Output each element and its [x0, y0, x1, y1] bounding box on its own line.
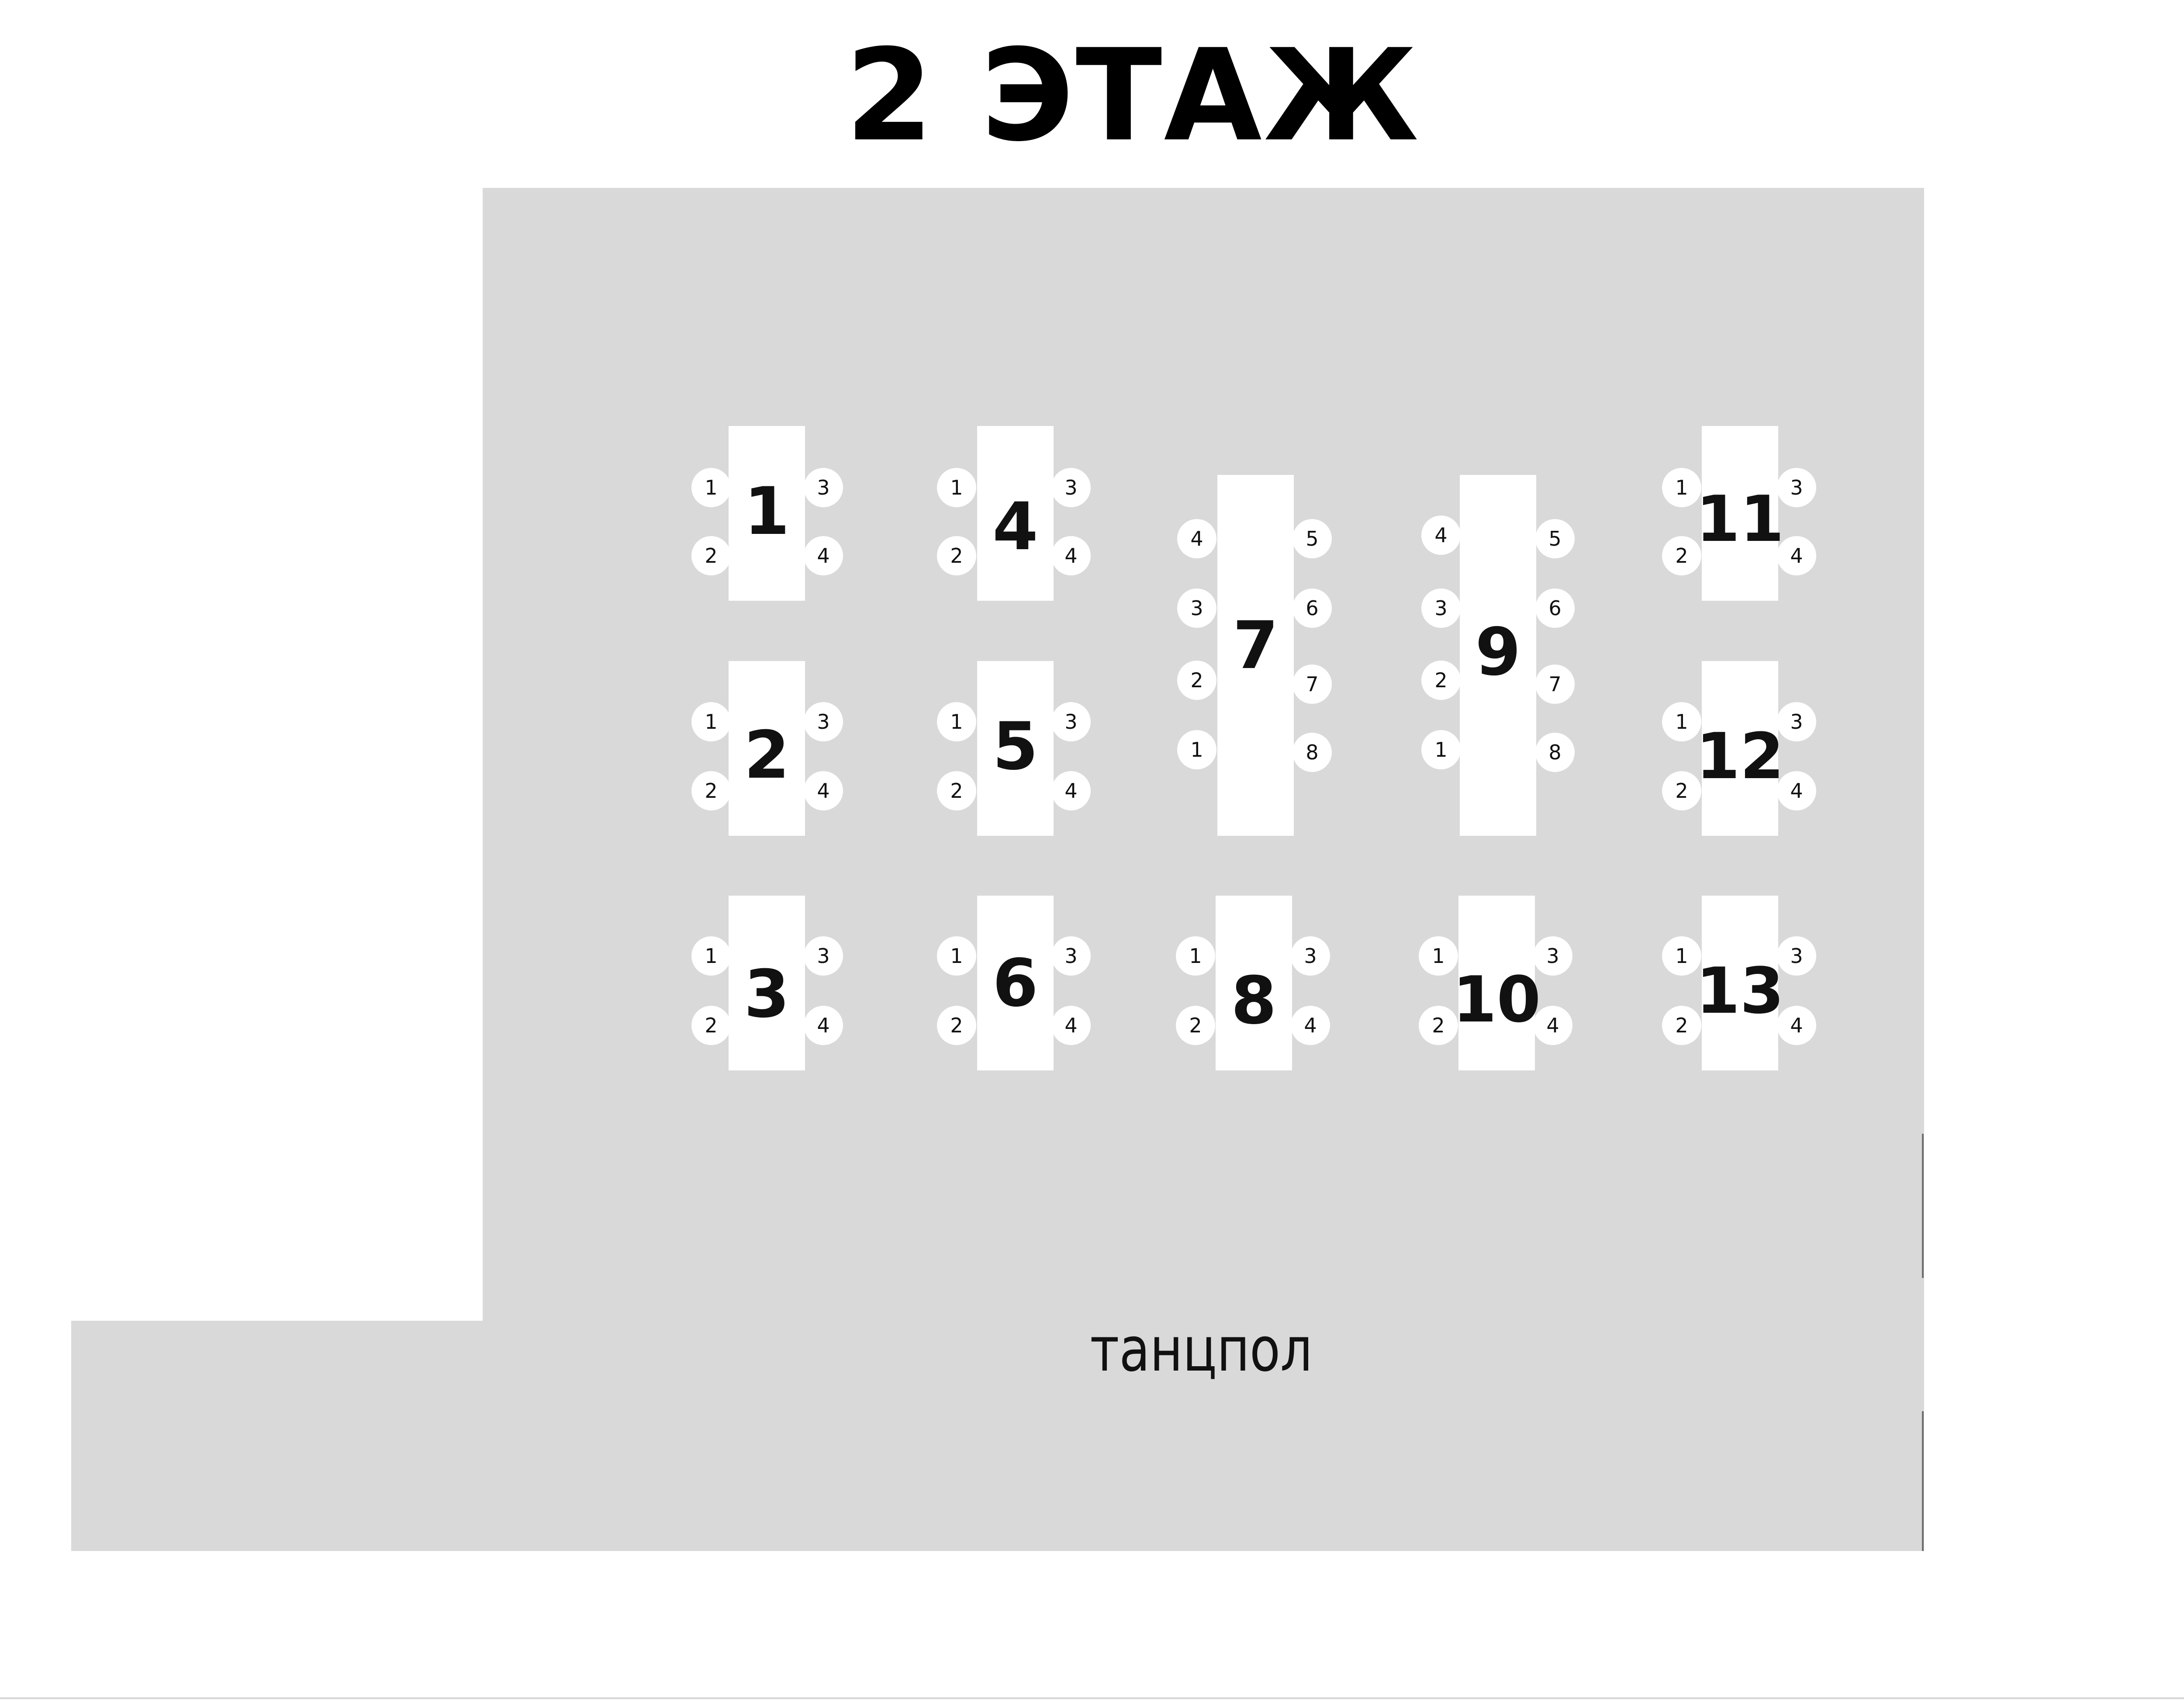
table-number: 13 — [1696, 954, 1784, 1028]
seat-5-4[interactable]: 4 — [1051, 771, 1091, 810]
wall-line — [1922, 1134, 1924, 1278]
table-10[interactable]: 10 — [1453, 896, 1541, 1070]
table-number: 10 — [1452, 963, 1541, 1037]
table-7[interactable]: 7 — [1217, 475, 1294, 836]
seat-2-4[interactable]: 4 — [804, 771, 843, 810]
table-12[interactable]: 12 — [1696, 661, 1784, 836]
seat-7-3[interactable]: 3 — [1177, 589, 1216, 628]
seat-8-1[interactable]: 1 — [1176, 936, 1215, 976]
seat-10-3[interactable]: 3 — [1533, 936, 1572, 976]
seat-11-2[interactable]: 2 — [1662, 536, 1701, 575]
seat-8-2[interactable]: 2 — [1176, 1006, 1215, 1045]
seat-7-8[interactable]: 8 — [1292, 733, 1332, 772]
seat-13-3[interactable]: 3 — [1777, 936, 1816, 976]
page-title: 2 ЭТАЖ — [845, 22, 1420, 170]
table-5[interactable]: 5 — [977, 661, 1054, 836]
seat-4-4[interactable]: 4 — [1051, 536, 1091, 575]
table-number: 4 — [992, 489, 1038, 565]
seat-6-4[interactable]: 4 — [1051, 1006, 1091, 1045]
seat-5-2[interactable]: 2 — [937, 771, 976, 810]
seat-9-3[interactable]: 3 — [1421, 589, 1461, 628]
seat-7-5[interactable]: 5 — [1292, 519, 1332, 558]
table-number: 11 — [1696, 482, 1784, 556]
seat-6-2[interactable]: 2 — [937, 1006, 976, 1045]
seat-1-3[interactable]: 3 — [804, 468, 843, 507]
seat-2-2[interactable]: 2 — [691, 771, 731, 810]
dance-floor-label: танцпол — [1090, 1314, 1313, 1385]
seat-4-1[interactable]: 1 — [937, 468, 976, 507]
seat-10-2[interactable]: 2 — [1419, 1006, 1458, 1045]
table-number: 6 — [992, 945, 1038, 1021]
seat-9-6[interactable]: 6 — [1535, 589, 1575, 628]
seat-7-7[interactable]: 7 — [1292, 665, 1332, 704]
seat-12-3[interactable]: 3 — [1777, 702, 1816, 741]
seat-7-4[interactable]: 4 — [1177, 519, 1216, 558]
seat-3-1[interactable]: 1 — [691, 936, 731, 976]
seat-5-3[interactable]: 3 — [1051, 702, 1091, 741]
seat-9-2[interactable]: 2 — [1421, 661, 1461, 700]
seat-12-4[interactable]: 4 — [1777, 771, 1816, 810]
seat-13-2[interactable]: 2 — [1662, 1006, 1701, 1045]
table-number: 12 — [1696, 720, 1784, 793]
seat-7-6[interactable]: 6 — [1292, 589, 1332, 628]
table-number: 8 — [1231, 963, 1277, 1039]
table-number: 9 — [1475, 614, 1521, 690]
seat-6-1[interactable]: 1 — [937, 936, 976, 976]
seat-13-1[interactable]: 1 — [1662, 936, 1701, 976]
table-number: 1 — [744, 474, 790, 550]
wall-line — [1922, 1411, 1924, 1551]
seat-10-4[interactable]: 4 — [1533, 1006, 1572, 1045]
hall-floor-wing — [71, 1321, 1924, 1551]
seat-12-2[interactable]: 2 — [1662, 771, 1701, 810]
table-3[interactable]: 3 — [729, 896, 805, 1070]
seat-1-2[interactable]: 2 — [691, 536, 731, 575]
seat-2-1[interactable]: 1 — [691, 702, 731, 741]
table-8[interactable]: 8 — [1216, 896, 1292, 1070]
seat-9-5[interactable]: 5 — [1535, 519, 1575, 558]
seat-9-7[interactable]: 7 — [1535, 665, 1575, 704]
table-9[interactable]: 9 — [1460, 475, 1536, 836]
seat-11-3[interactable]: 3 — [1777, 468, 1816, 507]
seat-8-3[interactable]: 3 — [1291, 936, 1330, 976]
seat-9-8[interactable]: 8 — [1535, 733, 1575, 772]
table-number: 5 — [992, 709, 1038, 785]
seat-7-2[interactable]: 2 — [1177, 661, 1216, 700]
seat-3-3[interactable]: 3 — [804, 936, 843, 976]
table-11[interactable]: 11 — [1696, 426, 1784, 601]
table-number: 2 — [744, 717, 790, 793]
seat-10-1[interactable]: 1 — [1419, 936, 1458, 976]
seat-13-4[interactable]: 4 — [1777, 1006, 1816, 1045]
seat-1-4[interactable]: 4 — [804, 536, 843, 575]
table-number: 3 — [744, 956, 790, 1032]
table-6[interactable]: 6 — [977, 896, 1054, 1070]
seat-4-2[interactable]: 2 — [937, 536, 976, 575]
seat-7-1[interactable]: 1 — [1177, 730, 1216, 769]
seat-9-1[interactable]: 1 — [1421, 730, 1461, 769]
seat-1-1[interactable]: 1 — [691, 468, 731, 507]
seat-9-4[interactable]: 4 — [1421, 516, 1461, 555]
seat-12-1[interactable]: 1 — [1662, 702, 1701, 741]
table-number: 7 — [1233, 608, 1279, 684]
seat-3-4[interactable]: 4 — [804, 1006, 843, 1045]
seat-11-4[interactable]: 4 — [1777, 536, 1816, 575]
table-1[interactable]: 1 — [729, 426, 805, 601]
table-2[interactable]: 2 — [729, 661, 805, 836]
seat-4-3[interactable]: 3 — [1051, 468, 1091, 507]
seat-5-1[interactable]: 1 — [937, 702, 976, 741]
table-13[interactable]: 13 — [1696, 896, 1784, 1070]
seat-2-3[interactable]: 3 — [804, 702, 843, 741]
seat-3-2[interactable]: 2 — [691, 1006, 731, 1045]
seat-6-3[interactable]: 3 — [1051, 936, 1091, 976]
table-4[interactable]: 4 — [977, 426, 1054, 601]
seat-8-4[interactable]: 4 — [1291, 1006, 1330, 1045]
seat-11-1[interactable]: 1 — [1662, 468, 1701, 507]
